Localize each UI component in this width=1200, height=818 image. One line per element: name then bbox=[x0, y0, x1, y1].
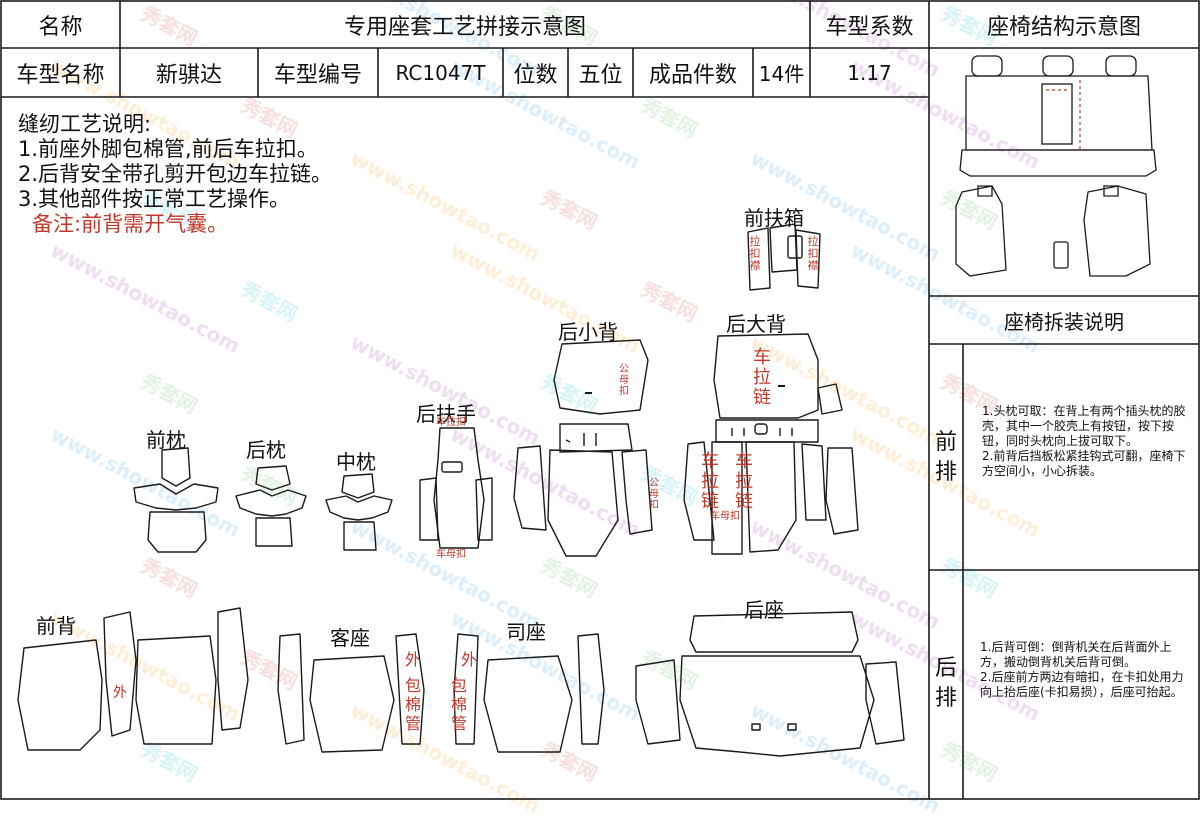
seats-label: 位数 bbox=[513, 62, 558, 88]
front-row-instructions: 1.头枕可取：在背上有两个插头枕的胶壳，其中一个胶壳上有按钮，按下按钮，同时头枕… bbox=[982, 404, 1188, 479]
front-headrest-pieces bbox=[133, 447, 219, 553]
coef-label: 车型系数 bbox=[825, 14, 914, 40]
seat-structure-drawing bbox=[955, 55, 1157, 277]
driver-seat-pieces bbox=[453, 633, 605, 753]
notes-remark: 备注:前背需开气囊。 bbox=[32, 212, 229, 236]
label-front-back: 前背 bbox=[36, 614, 76, 638]
annotation-zip-right: 车拉链 bbox=[735, 451, 753, 512]
rear-armrest-pieces bbox=[419, 427, 493, 549]
annotation-pull-buckle-tab-right: 拉扣襟 bbox=[807, 235, 819, 272]
annotation-male-buckle-upper: 公母扣 bbox=[619, 364, 629, 397]
name-label: 名称 bbox=[38, 14, 83, 40]
front-row-label: 前排 bbox=[934, 430, 957, 485]
rear-small-back-pieces bbox=[513, 339, 653, 557]
annotation-outer-front-back: 外 bbox=[113, 685, 127, 701]
annotation-female-buckle-armrest: 车母扣 bbox=[436, 549, 466, 560]
front-row-text: 1.头枕可取：在背上有两个插头枕的胶壳，其中一个胶壳上有按钮，按下按钮，同时头枕… bbox=[982, 404, 1186, 478]
label-middle-headrest: 中枕 bbox=[336, 450, 376, 474]
middle-headrest-pieces bbox=[325, 473, 393, 551]
coef-value: 1.17 bbox=[847, 60, 892, 85]
label-front-headrest: 前枕 bbox=[146, 428, 186, 452]
model-code-label: 车型编号 bbox=[273, 62, 362, 88]
rear-row-text: 1.后背可倒：倒背机关在后背面外上方，搬动倒背机关后背可倒。 2.后座前方两边有… bbox=[980, 640, 1184, 699]
annotation-zip-large-back: 车拉链 bbox=[753, 347, 771, 408]
label-rear-large-back: 后大背 bbox=[726, 312, 786, 336]
passenger-seat-pieces bbox=[277, 633, 425, 753]
notes-title: 缝纫工艺说明: bbox=[18, 112, 152, 136]
pieces-value: 14件 bbox=[758, 62, 805, 86]
pieces-label: 成品件数 bbox=[648, 62, 737, 88]
disassembly-title: 座椅拆装说明 bbox=[1004, 309, 1124, 334]
label-driver-seat: 司座 bbox=[506, 620, 546, 644]
annotation-foam-tube-passenger: 包棉管 bbox=[404, 676, 421, 733]
label-rear-seat: 后座 bbox=[744, 598, 784, 622]
model-name-value: 新骐达 bbox=[155, 62, 222, 88]
label-passenger-seat: 客座 bbox=[330, 626, 370, 650]
model-code-value: RC1047T bbox=[395, 60, 486, 85]
notes-item-3: 3.其他部件按正常工艺操作。 bbox=[18, 187, 291, 211]
label-front-armrest-box: 前扶箱 bbox=[744, 206, 804, 230]
label-rear-armrest: 后扶手 bbox=[416, 402, 476, 426]
frame-grid bbox=[0, 0, 1200, 800]
rear-row-instructions: 1.后背可倒：倒背机关在后背面外上方，搬动倒背机关后背可倒。 2.后座前方两边有… bbox=[980, 640, 1188, 700]
front-back-pieces bbox=[17, 607, 249, 751]
annotation-male-buckle-lower: 公母扣 bbox=[649, 478, 659, 511]
annotation-outer-driver: 外 bbox=[460, 650, 477, 669]
notes-item-1: 1.前座外脚包棉管,前后车拉扣。 bbox=[18, 137, 318, 161]
annotation-female-buckle-large-back: 车母扣 bbox=[710, 511, 740, 522]
rear-large-back-pieces bbox=[683, 333, 859, 555]
model-name-label: 车型名称 bbox=[16, 62, 105, 88]
notes-item-2: 2.后背安全带孔剪开包边车拉链。 bbox=[18, 162, 333, 186]
structure-title: 座椅结构示意图 bbox=[986, 14, 1141, 40]
label-rear-small-back: 后小背 bbox=[558, 320, 618, 344]
annotation-pull-buckle-tab-left: 拉扣襟 bbox=[749, 235, 761, 272]
label-rear-headrest: 后枕 bbox=[246, 438, 286, 462]
rear-seat-pieces bbox=[635, 611, 905, 757]
annotation-sew-pull-buckle: 车拉扣 bbox=[436, 417, 466, 428]
pattern-pieces bbox=[17, 55, 1157, 757]
rear-row-label: 后排 bbox=[934, 656, 957, 711]
front-armrest-box-pieces bbox=[747, 223, 821, 291]
seats-value: 五位 bbox=[578, 62, 623, 88]
annotation-foam-tube-driver: 包棉管 bbox=[450, 676, 467, 733]
annotation-zip-left: 车拉链 bbox=[701, 451, 719, 512]
rear-headrest-pieces bbox=[235, 465, 307, 547]
annotation-outer-passenger: 外 bbox=[404, 650, 421, 669]
sewing-notes: 缝纫工艺说明: 1.前座外脚包棉管,前后车拉扣。 2.后背安全带孔剪开包边车拉链… bbox=[18, 112, 332, 237]
diagram-title: 专用座套工艺拼接示意图 bbox=[343, 14, 586, 40]
